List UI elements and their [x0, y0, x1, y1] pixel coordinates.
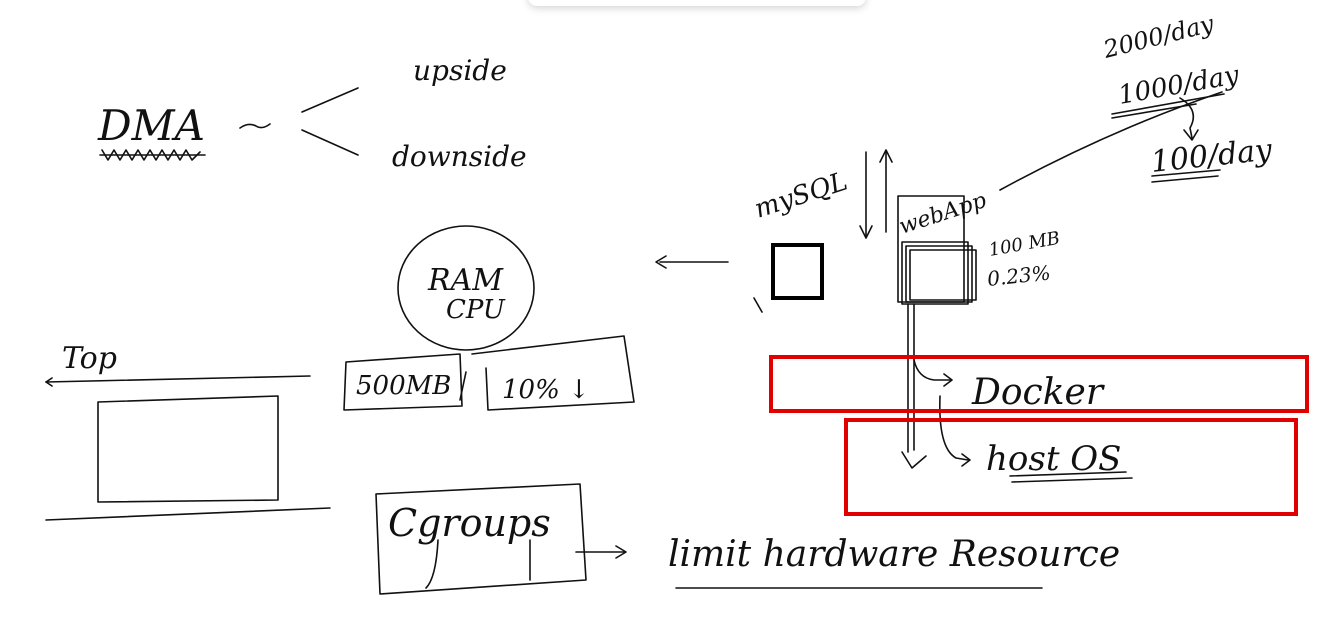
left-arrow-head	[655, 255, 667, 269]
rate-100-label: 100/day	[1149, 132, 1274, 180]
rate-100-underline-2	[1151, 175, 1219, 183]
top-label: Top	[62, 341, 117, 376]
hostos-underline-2	[1011, 477, 1133, 483]
hostos-highlight-box	[844, 418, 1298, 516]
mem-100-label: 100 MB	[987, 228, 1061, 261]
up-arrow-head	[879, 149, 893, 163]
hostos-branch	[939, 395, 969, 461]
rate-2000-label: 2000/day	[1100, 9, 1217, 64]
hostos-underline-1	[1009, 471, 1127, 477]
mysql-tick	[753, 297, 763, 313]
top-window-box	[97, 395, 279, 503]
ram-cpu-circle	[397, 225, 535, 351]
top-line-lower	[45, 507, 331, 521]
webapp-stack-3	[909, 249, 977, 301]
mem-500-box	[343, 353, 463, 411]
dma-label: DMA	[97, 101, 205, 150]
top-line-upper	[45, 375, 311, 383]
dma-scribble	[101, 149, 201, 161]
rate-1000-label: 1000/day	[1116, 60, 1241, 111]
hostos-branch-head	[961, 453, 971, 467]
toolbar-shadow	[528, 0, 866, 6]
top-line-head	[45, 377, 53, 387]
cgroups-arrow-head	[615, 545, 627, 559]
webapp-stack-2	[905, 245, 973, 303]
rate-arrow-head	[1183, 129, 1199, 141]
cgroups-box	[375, 483, 587, 595]
box-divider	[459, 371, 467, 401]
down-arrow-head	[859, 225, 873, 239]
mysql-label: mySQL	[751, 167, 851, 225]
stack-arrow-head	[901, 451, 927, 469]
upside-label: upside	[413, 54, 507, 87]
docker-label: Docker	[971, 372, 1105, 413]
limit-label: limit hardware Resource	[668, 534, 1120, 575]
cpu-label: CPU	[446, 295, 506, 325]
mem-500-label: 500MB	[356, 371, 451, 401]
branch-up-line	[301, 87, 359, 113]
dma-tilde	[239, 123, 271, 129]
rate-100-underline-1	[1151, 169, 1221, 177]
cgroups-label: Cgroups	[388, 501, 551, 545]
cgroups-tail	[425, 539, 439, 589]
docker-branch	[913, 359, 951, 381]
docker-branch-head	[943, 373, 953, 387]
mysql-box	[771, 243, 824, 300]
cpu-23-label: 0.23%	[986, 260, 1052, 291]
docker-highlight-box	[769, 355, 1309, 413]
branch-down-line	[301, 129, 359, 156]
downside-label: downside	[392, 140, 527, 173]
cpu-10-box	[471, 335, 635, 411]
cpu-10-label: 10% ↓	[502, 375, 590, 405]
webapp-stack-1	[901, 241, 969, 305]
rate-arrow	[1179, 97, 1195, 139]
traffic-line	[999, 91, 1223, 191]
ram-label: RAM	[427, 263, 504, 298]
